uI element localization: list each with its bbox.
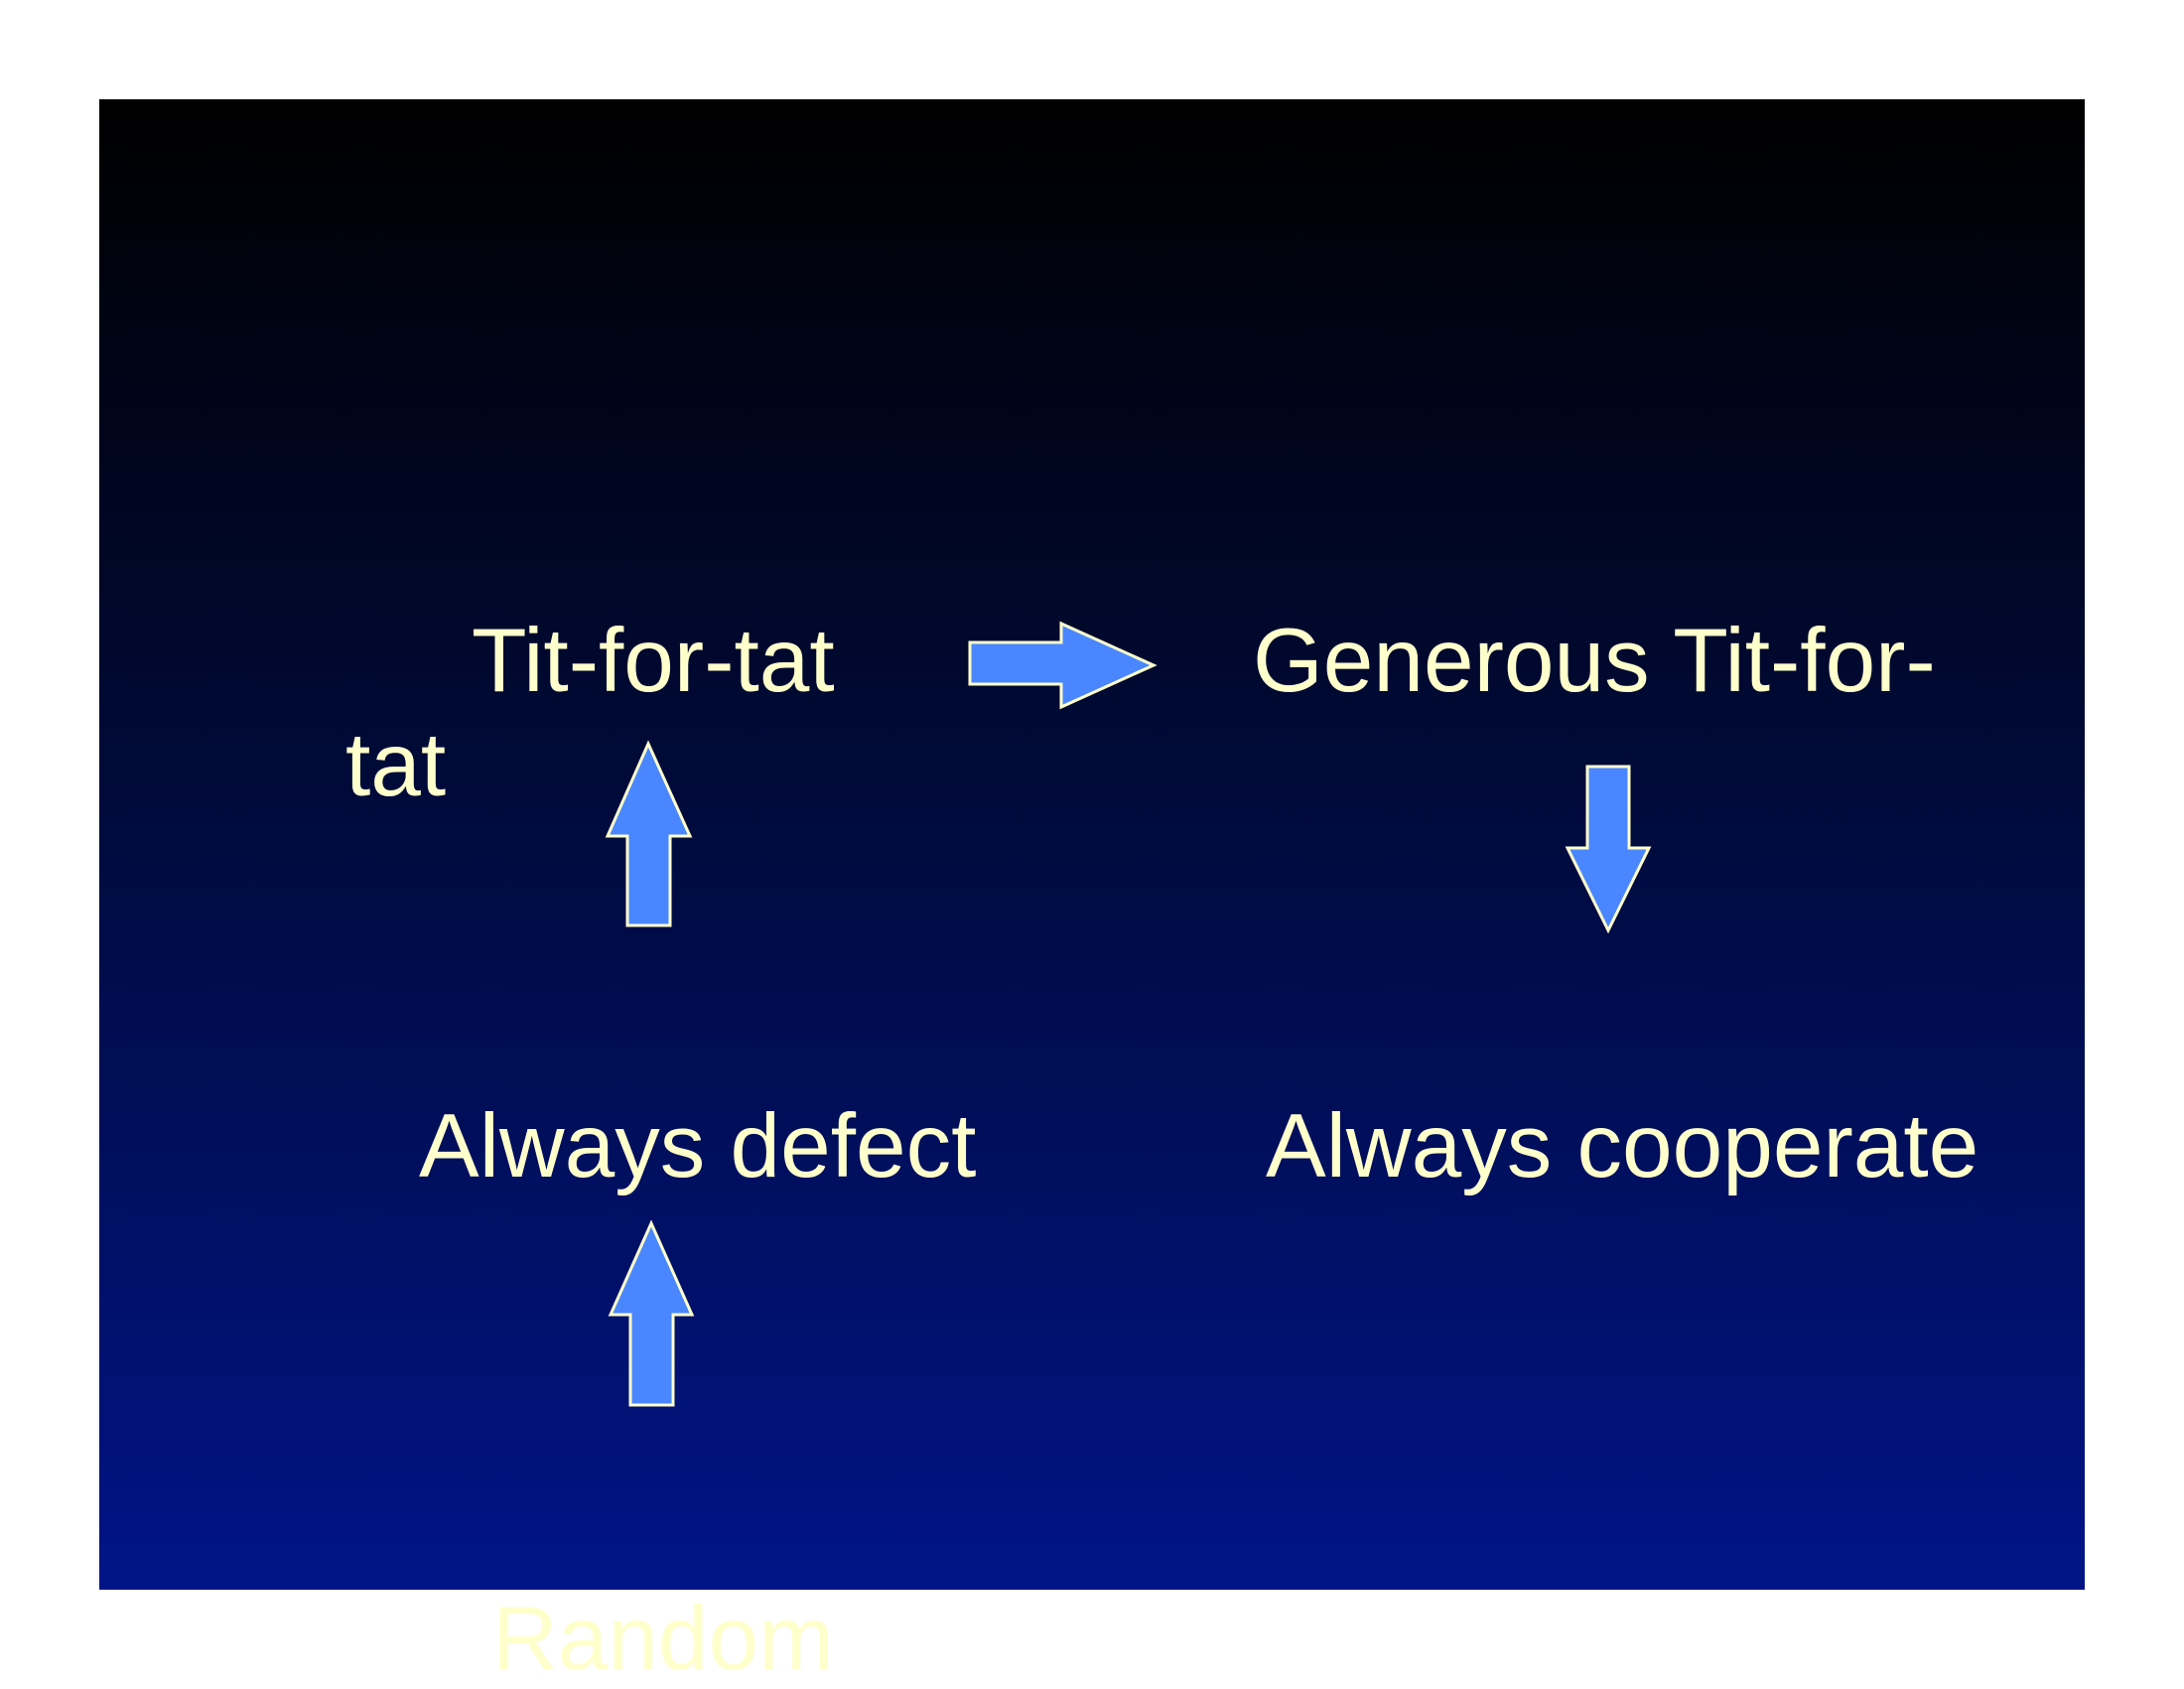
arrow-down-icon: [1565, 765, 1652, 934]
arrow-up-icon: [608, 1219, 695, 1407]
node-always-defect: Always defect: [419, 1096, 977, 1196]
arrow-up-icon: [605, 740, 693, 927]
node-always-cooperate: Always cooperate: [1266, 1096, 1979, 1196]
slide-background: [99, 99, 2085, 1590]
node-generous-tit-for-tat: Generous Tit-for-: [1253, 611, 1936, 711]
node-tit-for-tat: Tit-for-tat: [472, 611, 835, 711]
arrow-right-icon: [968, 621, 1158, 710]
node-random: Random: [492, 1589, 834, 1689]
node-tit-for-tat-wrap: tat: [345, 715, 447, 815]
